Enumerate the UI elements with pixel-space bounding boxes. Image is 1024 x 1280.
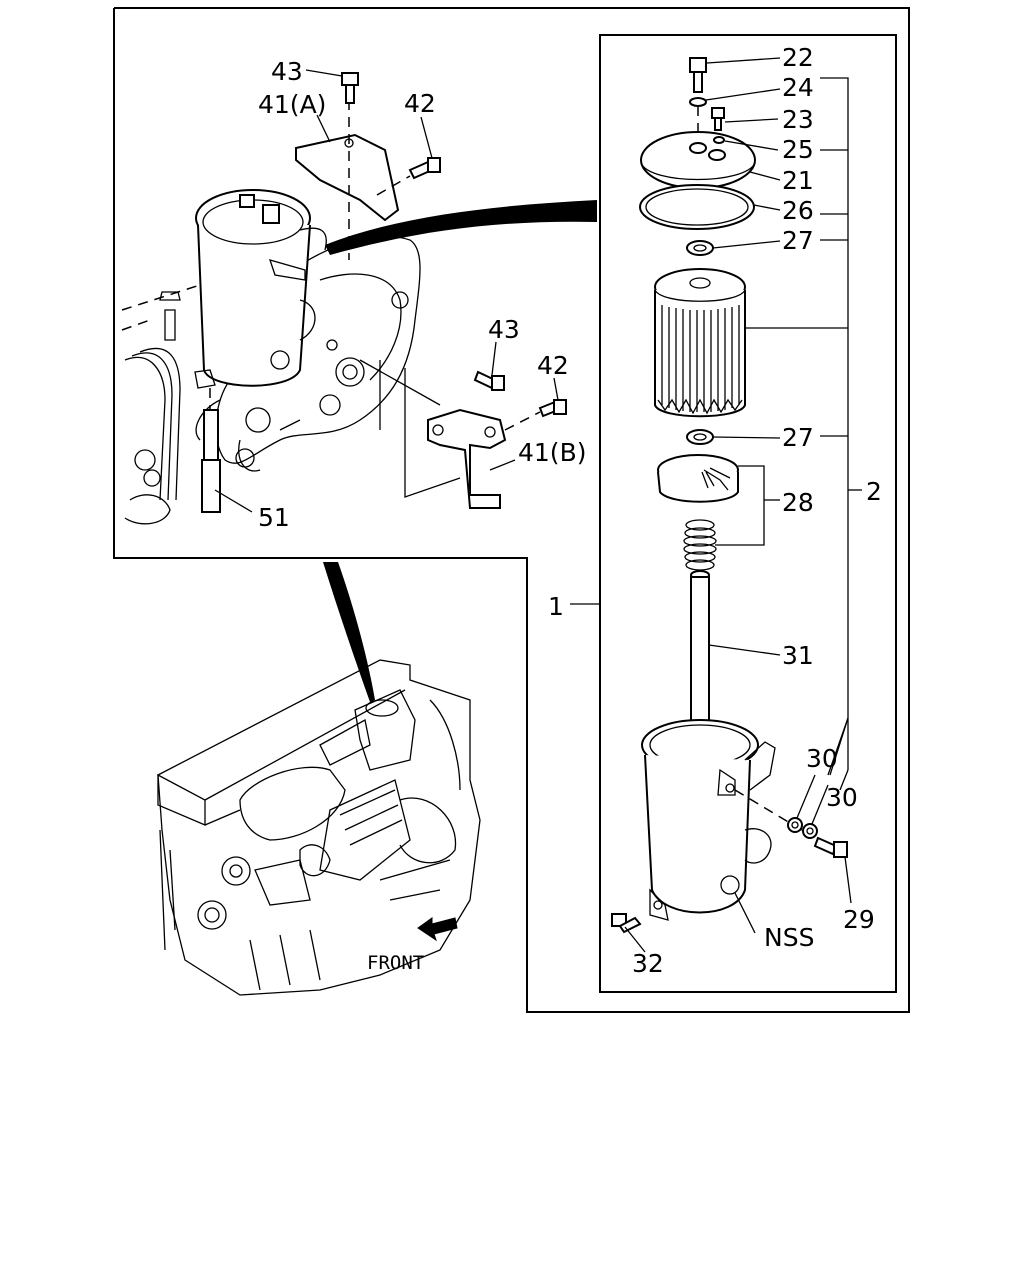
leader-lines	[214, 57, 862, 953]
part-label-21: 21	[782, 166, 814, 195]
part-label-41a: 41(A)	[258, 90, 326, 119]
filter-mount-detail	[121, 72, 567, 525]
part-label-23: 23	[782, 105, 814, 134]
part-label-24: 24	[782, 73, 814, 102]
part-label-25: 25	[782, 135, 814, 164]
part-label-26: 26	[782, 196, 814, 225]
part-label-41b: 41(B)	[518, 438, 586, 467]
exploded-filter	[611, 57, 848, 934]
engine-callout-wedge	[323, 562, 375, 702]
part-label-42-top: 42	[404, 89, 436, 118]
detail-callout-wedge	[325, 200, 597, 255]
engine-overview	[157, 659, 481, 996]
part-label-43-top: 43	[271, 57, 303, 86]
part-label-29: 29	[843, 905, 875, 934]
part-label-28: 28	[782, 488, 814, 517]
part-label-nss: NSS	[764, 923, 814, 952]
part-label-32: 32	[632, 949, 664, 978]
part-label-2: 2	[866, 477, 882, 506]
part-label-27-top: 27	[782, 226, 814, 255]
spring	[683, 519, 717, 571]
part-label-51: 51	[258, 503, 290, 532]
part-label-43-mid: 43	[488, 315, 520, 344]
part-label-30-left: 30	[806, 744, 838, 773]
part-label-22: 22	[782, 43, 814, 72]
part-label-30-right: 30	[826, 783, 858, 812]
part-label-31: 31	[782, 641, 814, 670]
part-label-42-mid: 42	[537, 351, 569, 380]
part-labels: 43 41(A) 42 43 42 41(B) 51 22 24 23 25 2…	[258, 43, 882, 978]
part-label-27-bottom: 27	[782, 423, 814, 452]
diagram-frame	[113, 7, 910, 1013]
front-label: FRONT	[367, 952, 424, 974]
front-arrow-icon	[417, 917, 458, 942]
part-label-1: 1	[548, 592, 564, 621]
cartridge-pleats	[657, 305, 743, 415]
